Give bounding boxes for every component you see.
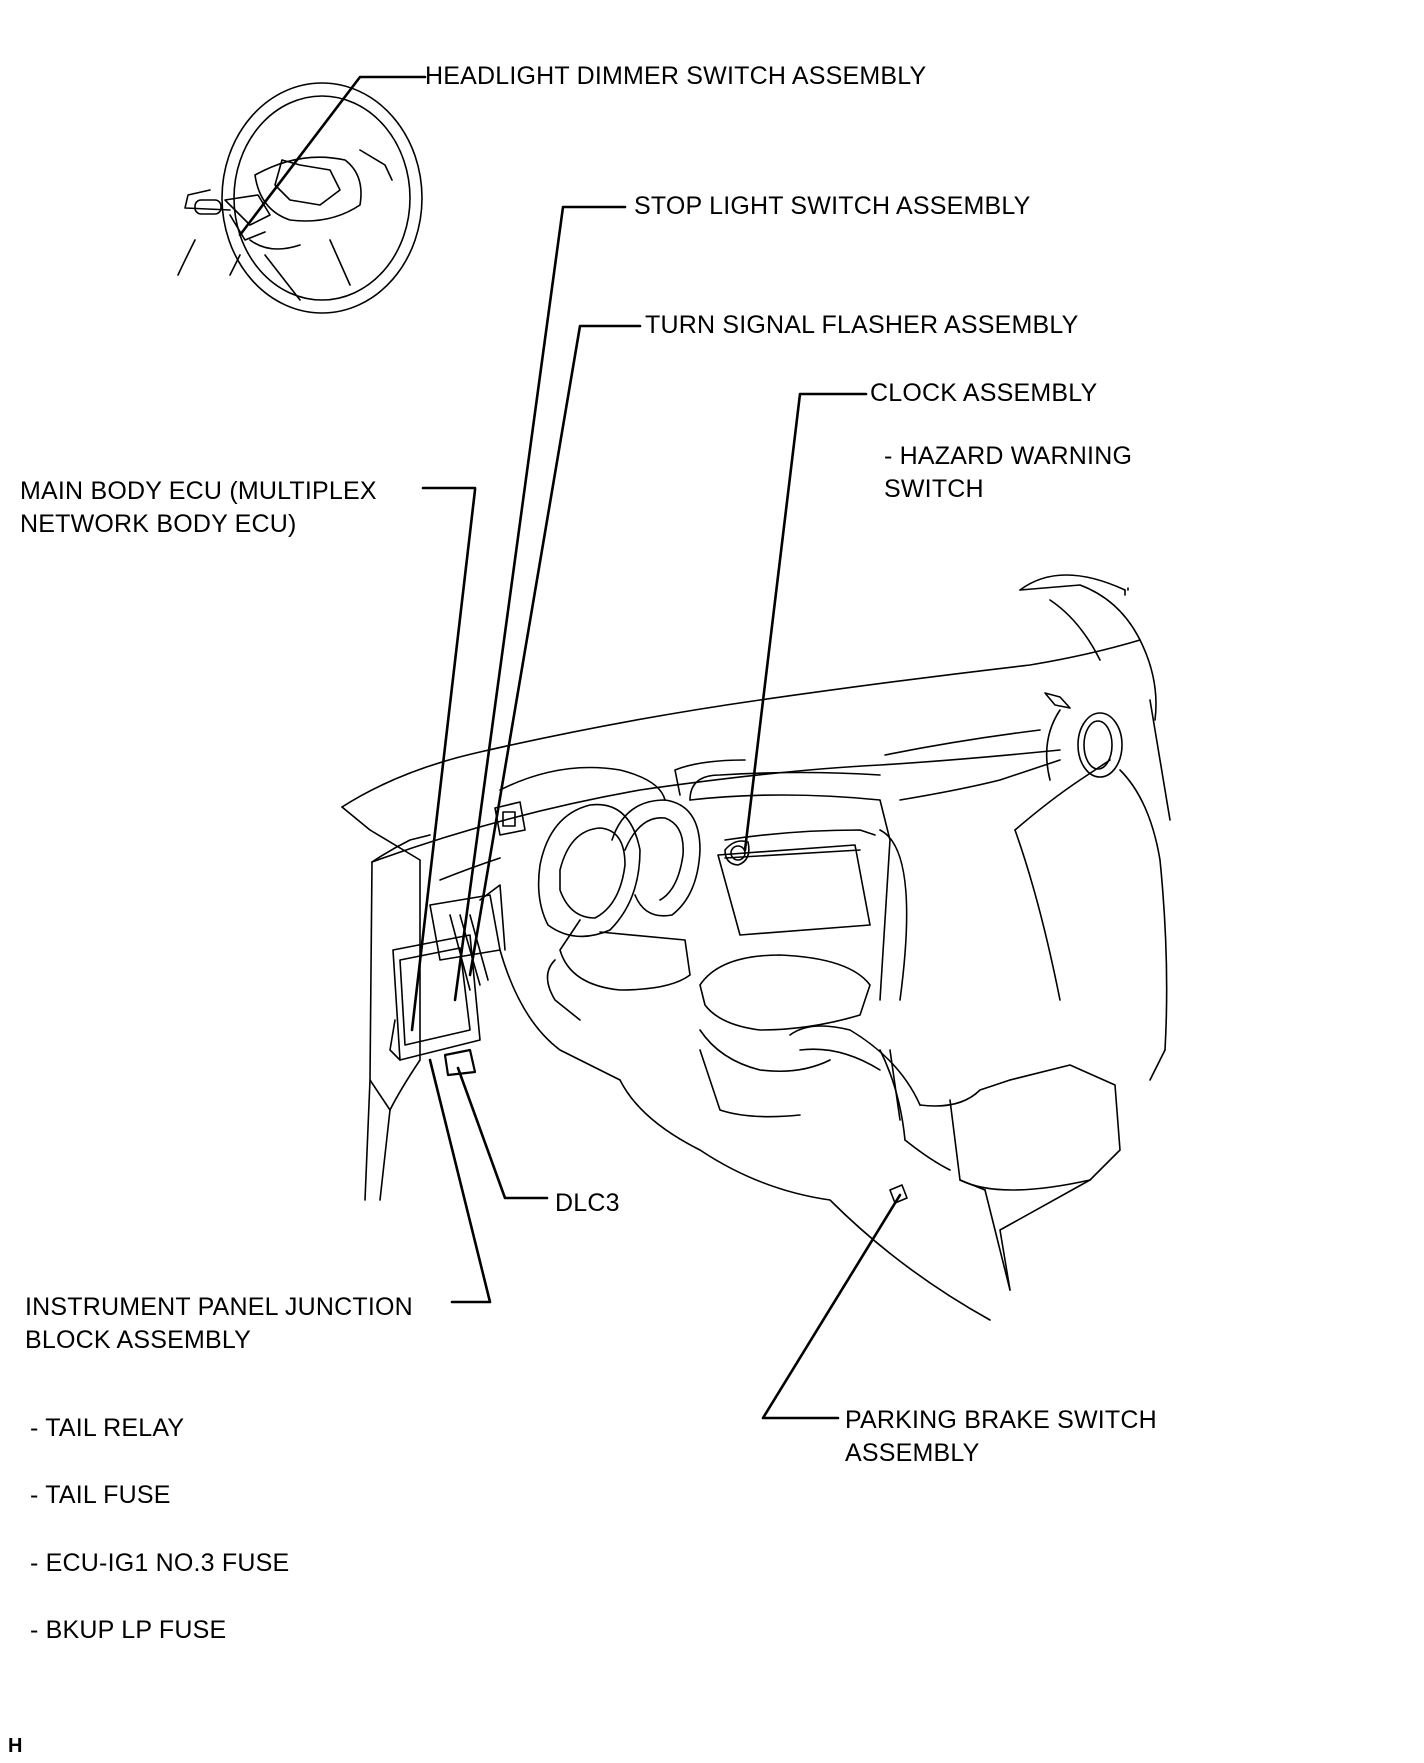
parking-brake-switch-label-line1: PARKING BRAKE SWITCH bbox=[845, 1406, 1157, 1434]
main-body-ecu-label-line1: MAIN BODY ECU (MULTIPLEX bbox=[20, 477, 377, 505]
tail-relay-label: - TAIL RELAY bbox=[30, 1414, 185, 1442]
turn-signal-flasher-label: TURN SIGNAL FLASHER ASSEMBLY bbox=[645, 311, 1079, 339]
dashboard-illustration bbox=[341, 574, 1171, 1321]
steering-wheel-illustration bbox=[177, 82, 423, 314]
tail-fuse-label: - TAIL FUSE bbox=[30, 1481, 171, 1509]
parking-brake-switch-label-line2: ASSEMBLY bbox=[845, 1439, 980, 1467]
clock-assembly-label: CLOCK ASSEMBLY bbox=[870, 379, 1098, 407]
instrument-panel-junction-label-line1: INSTRUMENT PANEL JUNCTION bbox=[25, 1293, 413, 1321]
leader-lines bbox=[238, 75, 902, 1420]
main-body-ecu-label-line2: NETWORK BODY ECU) bbox=[20, 510, 297, 538]
hazard-warning-label-line2: SWITCH bbox=[884, 475, 984, 503]
headlight-dimmer-switch-label: HEADLIGHT DIMMER SWITCH ASSEMBLY bbox=[425, 62, 927, 90]
dlc3-label: DLC3 bbox=[555, 1189, 620, 1217]
corner-mark: H bbox=[8, 1735, 23, 1757]
ecu-ig1-fuse-label: - ECU-IG1 NO.3 FUSE bbox=[30, 1549, 290, 1577]
hazard-warning-label-line1: - HAZARD WARNING bbox=[884, 442, 1133, 470]
component-shapes bbox=[389, 801, 908, 1204]
bkup-lp-fuse-label: - BKUP LP FUSE bbox=[30, 1616, 227, 1644]
stop-light-switch-label: STOP LIGHT SWITCH ASSEMBLY bbox=[634, 192, 1031, 220]
instrument-panel-junction-label-line2: BLOCK ASSEMBLY bbox=[25, 1326, 252, 1354]
